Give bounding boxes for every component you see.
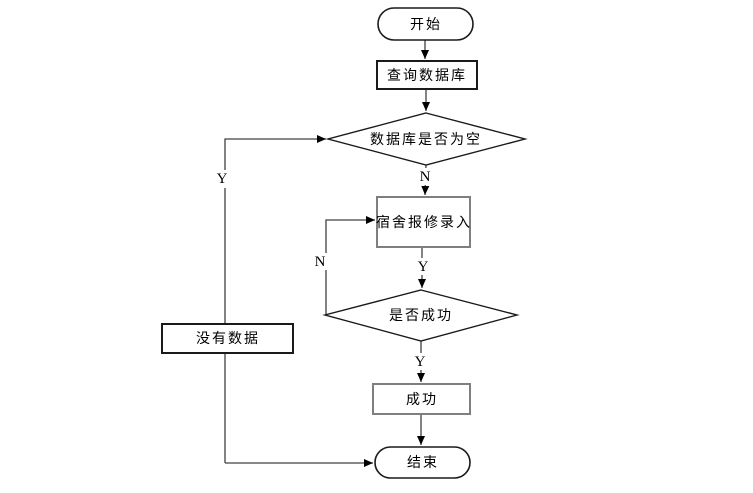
node-query-db-label: 查询数据库 bbox=[387, 68, 467, 84]
label-bg-issuccess-no bbox=[312, 253, 329, 270]
node-is-success bbox=[322, 289, 520, 342]
label-bg-issuccess-yes bbox=[412, 353, 429, 370]
edge-label-dbempty-yes: Y bbox=[217, 171, 228, 187]
node-db-empty bbox=[325, 112, 528, 166]
edge-issuccess-loop-to-repair bbox=[325, 216, 375, 315]
edge-label-repair-yes: Y bbox=[418, 259, 429, 275]
node-no-data bbox=[161, 323, 294, 354]
edge-left-branch-trunk bbox=[224, 135, 326, 463]
node-start-label: 开始 bbox=[410, 17, 442, 33]
label-bg-dbempty-no bbox=[417, 168, 434, 185]
node-end bbox=[374, 446, 471, 479]
node-start bbox=[377, 7, 474, 41]
node-no-data-label: 没有数据 bbox=[196, 331, 260, 347]
node-end-label: 结束 bbox=[407, 455, 439, 471]
node-is-success-label: 是否成功 bbox=[389, 308, 453, 324]
node-repair-entry bbox=[376, 196, 471, 248]
label-bg-repair-yes bbox=[415, 258, 431, 275]
edge-label-issuccess-yes: Y bbox=[415, 354, 426, 370]
edge-label-dbempty-no: N bbox=[420, 169, 431, 185]
label-bg-dbempty-yes bbox=[214, 170, 231, 188]
node-success bbox=[372, 383, 471, 415]
edge-label-issuccess-no: N bbox=[315, 254, 326, 270]
node-repair-entry-label: 宿舍报修录入 bbox=[376, 214, 472, 231]
node-success-label: 成功 bbox=[406, 392, 438, 408]
node-db-empty-label: 数据库是否为空 bbox=[370, 132, 482, 148]
node-query-db bbox=[376, 60, 478, 90]
